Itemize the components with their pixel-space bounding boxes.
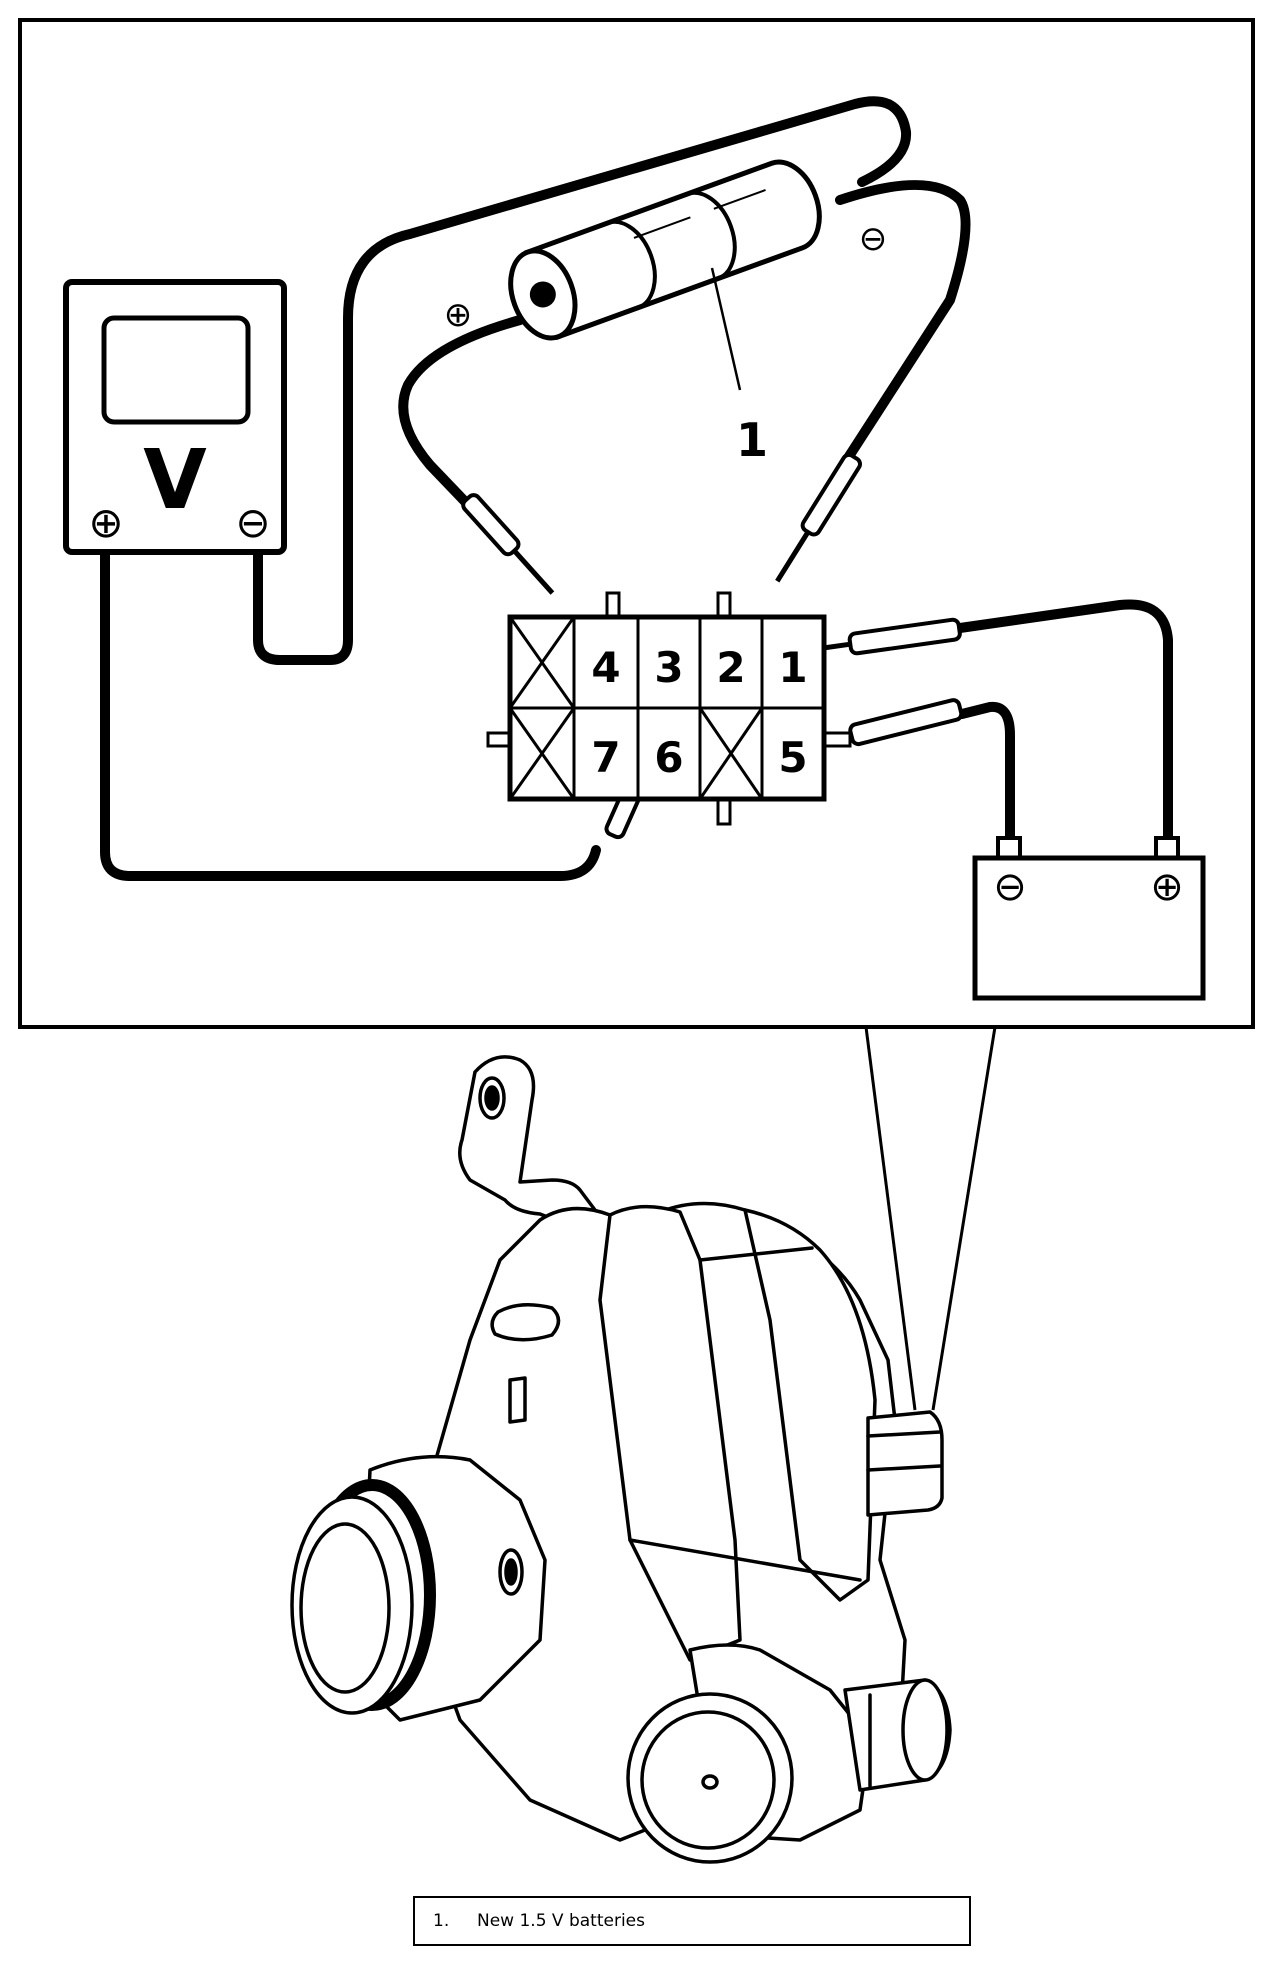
callout-leader xyxy=(710,267,742,391)
battery-positive-sign: ⊕ xyxy=(444,295,473,335)
voltmeter-unit-label: V xyxy=(143,433,207,528)
legend-item-text: New 1.5 V batteries xyxy=(477,1911,645,1931)
pin-7-label: 7 xyxy=(591,733,620,782)
voltmeter: V ⊕ ⊖ xyxy=(63,279,287,555)
wire-pin5-supply xyxy=(957,701,1015,847)
supply-battery-negative: ⊖ xyxy=(993,864,1027,910)
battery-pack xyxy=(508,159,822,341)
battery-negative-sign: ⊖ xyxy=(859,219,888,259)
legend-box: 1. New 1.5 V batteries xyxy=(413,1896,971,1946)
component-drawing xyxy=(290,1055,952,1864)
wire-battery-negative xyxy=(830,180,971,483)
pin-3-label: 3 xyxy=(654,643,683,692)
wires xyxy=(100,96,1173,881)
legend-item-number: 1. xyxy=(433,1911,450,1931)
pin-6-label: 6 xyxy=(654,733,683,782)
connector: 4 3 2 1 7 6 5 xyxy=(486,591,852,826)
wire-battery-positive xyxy=(398,315,525,517)
connector-socket xyxy=(866,1410,944,1517)
wire-meter-negative xyxy=(253,96,912,665)
voltmeter-negative-terminal: ⊖ xyxy=(235,498,270,547)
pin-1-label: 1 xyxy=(778,643,807,692)
voltmeter-positive-terminal: ⊕ xyxy=(88,498,123,547)
legend-item: 1. New 1.5 V batteries xyxy=(433,1911,645,1931)
wire-pin1-supply xyxy=(955,599,1173,847)
voltmeter-display xyxy=(101,315,251,425)
supply-battery-positive: ⊕ xyxy=(1150,864,1184,910)
supply-battery: ⊖ ⊕ xyxy=(972,836,1206,1001)
pin-5-label: 5 xyxy=(778,733,807,782)
pin-2-label: 2 xyxy=(716,643,745,692)
callout-number: 1 xyxy=(736,413,768,467)
pin-4-label: 4 xyxy=(591,643,620,692)
wire-meter-positive xyxy=(100,550,601,881)
zoom-callout-lines xyxy=(864,1026,997,1411)
inset-frame xyxy=(18,18,1255,1029)
blank-cavity-marks xyxy=(508,616,764,800)
